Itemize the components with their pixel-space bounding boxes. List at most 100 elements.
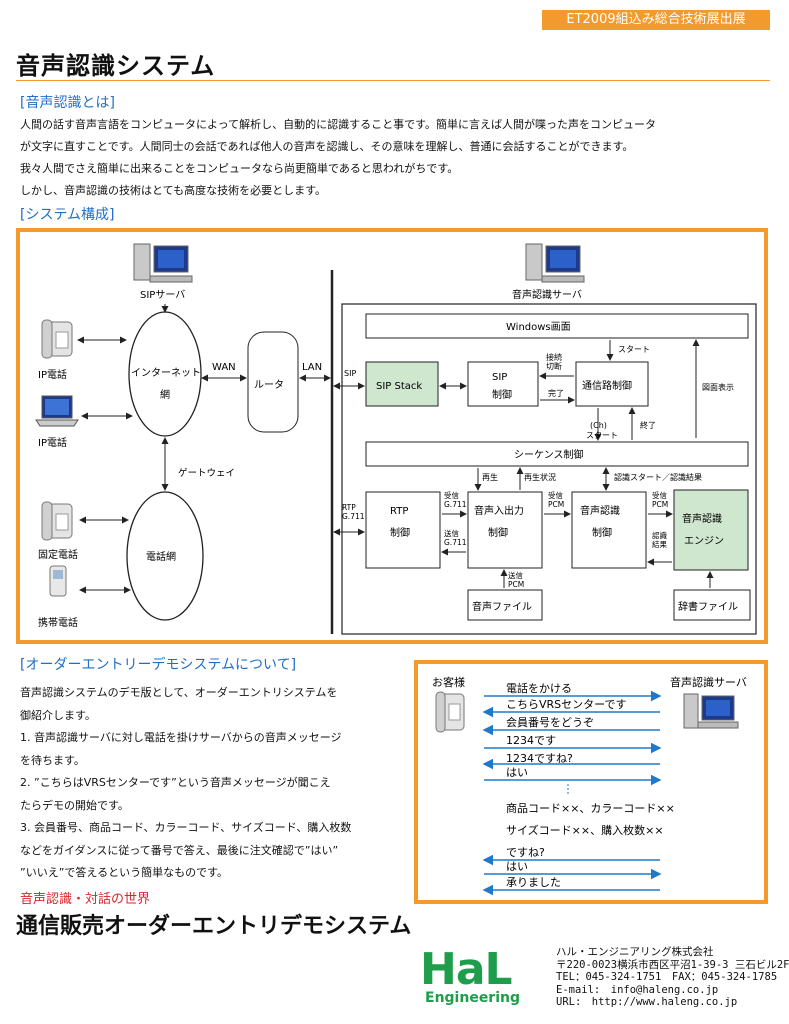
start-label: スタート xyxy=(618,345,650,354)
recognition-engine-label-2: エンジン xyxy=(684,536,724,547)
receive-g711-label: G.711 xyxy=(444,500,467,509)
router-box xyxy=(247,331,299,433)
demo-line: 御紹介します。 xyxy=(20,708,96,722)
internet-label: インターネット xyxy=(131,367,201,379)
disconnect-label: 切断 xyxy=(546,361,562,371)
lan-label: LAN xyxy=(302,362,322,373)
recognition-control-box xyxy=(571,491,647,569)
footer-subtitle: 音声認識・対話の世界 xyxy=(20,892,151,907)
fixed-phone-icon xyxy=(41,501,73,541)
dialog-message: はい xyxy=(506,860,528,873)
send-label: 送信 xyxy=(444,528,459,538)
demo-line: 音声認識システムのデモ版として、オーダーエントリシステムを xyxy=(20,686,338,699)
section-heading-what-is: [音声認識とは] xyxy=(20,95,115,111)
windows-screen-box xyxy=(365,313,749,339)
dialog-message: 1234です xyxy=(506,734,556,747)
dialog-message: はい xyxy=(506,766,528,779)
footer-title: 通信販売オーダーエントリデモシステム xyxy=(16,914,412,939)
recognition-engine-box xyxy=(673,489,749,571)
audio-file-box xyxy=(467,589,543,621)
mobile-phone-label: 携帯電話 xyxy=(38,616,78,629)
sip-control-label-2: 制御 xyxy=(492,388,512,401)
demo-line: 1. 音声認識サーバに対し電話を掛けサーバからの音声メッセージ xyxy=(20,731,342,744)
company-phone: TEL：045-324-1751 FAX：045-324-1785 xyxy=(556,971,778,983)
demo-line: たらデモの開始です。 xyxy=(20,798,129,812)
phone-network-label: 電話網 xyxy=(146,550,176,563)
rtp-control-label-2: 制御 xyxy=(390,526,410,539)
ip-phone-icon xyxy=(41,319,73,359)
intro-line: しかし、音声認識の技術はとても高度な技術を必要とします。 xyxy=(20,184,327,197)
sip-stack-box xyxy=(365,361,439,407)
demo-line: ”いいえ”で答えるという簡単なものです。 xyxy=(20,866,228,879)
demo-line: 2. ”こちらはVRSセンターです”という音声メッセージが聞こえ xyxy=(20,776,331,789)
play-label: 再生 xyxy=(482,472,498,482)
customer-label: お客様 xyxy=(432,675,465,689)
done-label: 完了 xyxy=(548,388,564,398)
system-diagram: SIPサーバ インターネット 網 電話網 ゲートウェイ IP電話 IP電話 固定… xyxy=(35,243,757,635)
dialog-message: 会員番号をどうぞ xyxy=(506,716,594,729)
company-url[interactable]: URL: http://www.haleng.co.jp xyxy=(556,996,738,1008)
sip-stack-label: SIP Stack xyxy=(376,381,422,392)
sip-label: SIP xyxy=(344,369,356,378)
mobile-phone-icon xyxy=(49,565,67,597)
send-pcm-label-2: PCM xyxy=(508,580,524,589)
dialog-message: こちらVRSセンターです xyxy=(506,698,627,711)
sequence-control-label: シーケンス制御 xyxy=(514,448,584,461)
section-heading-system: [システム構成] xyxy=(20,207,115,223)
recognition-engine-label: 音声認識 xyxy=(682,512,722,525)
internet-label-2: 網 xyxy=(160,388,170,401)
section-heading-demo: [オーダーエントリーデモシステムについて] xyxy=(20,657,297,673)
result-label-2: 結果 xyxy=(652,539,667,549)
rtp-label: RTP xyxy=(342,503,356,512)
gateway-label: ゲートウェイ xyxy=(178,467,235,479)
dialog-message: 1234ですね? xyxy=(506,752,573,765)
receive-pcm-label-2: PCM xyxy=(548,500,564,509)
demo-line: などをガイダンスに従って番号で答え、最後に注文確認で”はい” xyxy=(20,843,339,857)
company-email[interactable]: E-mail: info@haleng.co.jp xyxy=(556,983,719,996)
audio-io-control-box xyxy=(467,491,543,569)
system-diagram-frame: SIPサーバ インターネット 網 電話網 ゲートウェイ IP電話 IP電話 固定… xyxy=(16,228,768,644)
recognition-start-result-label: 認識スタート／認識結果 xyxy=(614,472,702,482)
exhibition-banner: ET2009組込み総合技術展出展 xyxy=(542,10,770,30)
company-address: 〒220-0023横浜市西区平沼1-39-3 三石ビル2F xyxy=(556,958,789,971)
audio-io-control-label-2: 制御 xyxy=(488,526,508,539)
company-name: ハル・エンジニアリング株式会社 xyxy=(556,946,714,958)
company-logo: HaL xyxy=(420,944,513,995)
page-title: 音声認識システム xyxy=(16,52,216,80)
g711-label: G.711 xyxy=(342,512,365,521)
play-status-label: 再生状況 xyxy=(524,472,556,482)
ip-phone-label: IP電話 xyxy=(38,368,67,381)
voice-server-frame xyxy=(341,303,757,635)
receive-pcm-label-4: PCM xyxy=(652,500,668,509)
company-info: ハル・エンジニアリング株式会社 〒220-0023横浜市西区平沼1-39-3 三… xyxy=(556,946,789,1009)
dialog-frame: お客様 音声認識サーバ 電話をかける こちらVRSセンターです 会員番号をどうぞ… xyxy=(414,660,768,904)
connect-label: 接続 xyxy=(546,352,562,362)
recognition-control-label: 音声認識 xyxy=(580,504,620,517)
dialog-message: サイズコード××、購入枚数×× xyxy=(506,823,664,837)
ch-start-label: スタート xyxy=(586,431,618,440)
receive-pcm-label-3: 受信 xyxy=(652,490,667,500)
voice-server-label: 音声認識サーバ xyxy=(512,288,582,301)
sequence-control-box xyxy=(365,441,749,467)
receive-pcm-label: 受信 xyxy=(548,490,563,500)
comm-path-control-box xyxy=(575,361,649,407)
sip-server-label: SIPサーバ xyxy=(140,289,185,301)
rtp-control-label: RTP xyxy=(390,506,408,517)
comm-path-control-label: 通信路制御 xyxy=(582,379,632,392)
demo-line: を待ちます。 xyxy=(20,753,85,767)
customer-phone-icon xyxy=(435,691,465,733)
receive-label: 受信 xyxy=(444,490,459,500)
dialog-message: 電話をかける xyxy=(506,681,572,695)
company-logo-subtitle: Engineering xyxy=(425,990,520,1006)
fixed-phone-label: 固定電話 xyxy=(38,548,78,561)
figure-display-label: 図面表示 xyxy=(702,382,734,392)
ch-label: (Ch) xyxy=(590,421,607,430)
rtp-control-box xyxy=(365,491,441,569)
intro-line: 人間の話す音声言語をコンピュータによって解析し、自動的に認識すること事です。簡単… xyxy=(20,118,657,131)
dictionary-file-label: 辞書ファイル xyxy=(678,600,738,613)
audio-io-control-label: 音声入出力 xyxy=(474,504,524,517)
laptop-icon xyxy=(35,395,79,427)
send-pcm-label: 送信 xyxy=(508,570,523,580)
intro-line: が文字に直すことです。人間同士の会話であれば他人の音声を認識し、その意味を理解し… xyxy=(20,140,634,153)
intro-paragraph: 人間の話す音声言語をコンピュータによって解析し、自動的に認識すること事です。簡単… xyxy=(20,114,770,202)
